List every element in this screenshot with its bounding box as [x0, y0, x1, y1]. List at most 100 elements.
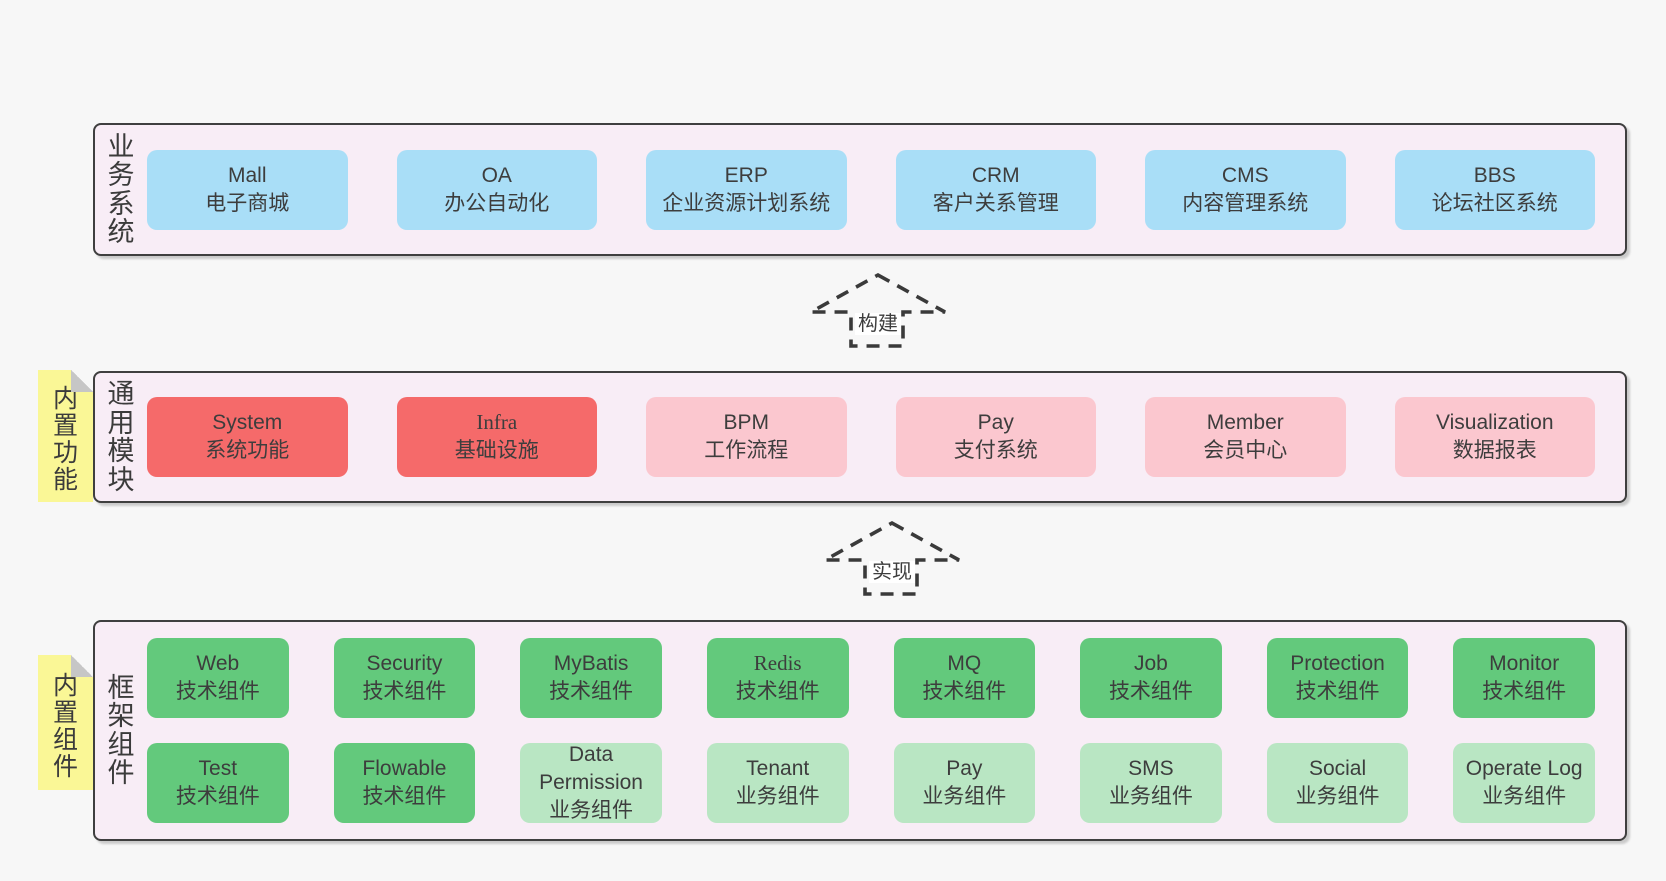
box-title-en: Data Permission — [539, 743, 643, 795]
box-bpm: BPM 工作流程 — [646, 397, 847, 477]
box-title-en: SMS — [1128, 757, 1174, 781]
box-title-zh: 业务组件 — [549, 798, 634, 822]
box-title-zh: 技术组件 — [1108, 680, 1193, 703]
box-redis: Redis 技术组件 — [706, 638, 849, 718]
panel-common-modules: 通用模块 System 系统功能 Infra 基础设施 BPM 工作流程 Pay… — [93, 371, 1627, 503]
box-title-zh: 数据报表 — [1452, 439, 1537, 462]
box-operate-log: Operate Log 业务组件 — [1453, 743, 1595, 823]
panel-side-label: 通用模块 — [107, 379, 135, 495]
box-title-zh: 技术组件 — [549, 680, 634, 703]
box-title-en: Redis — [753, 651, 802, 676]
box-data-permission: Data Permission 业务组件 — [520, 743, 662, 823]
box-title-en: MQ — [947, 652, 982, 676]
box-title-zh: 业务组件 — [1295, 785, 1380, 808]
box-title-en: Pay — [946, 757, 983, 781]
up-arrow-icon — [824, 520, 960, 596]
box-title-zh: 技术组件 — [175, 785, 260, 808]
panel-side-label: 框架组件 — [107, 672, 135, 788]
box-test: Test 技术组件 — [147, 743, 289, 823]
box-title-zh: 技术组件 — [362, 785, 447, 808]
box-title-en: CMS — [1221, 163, 1269, 187]
box-visualization: Visualization 数据报表 — [1394, 397, 1595, 477]
box-title-en: Infra — [476, 410, 518, 435]
box-title-zh: 业务组件 — [1482, 785, 1567, 808]
box-infra: Infra 基础设施 — [396, 397, 597, 477]
panel-side-label: 业务系统 — [107, 131, 135, 247]
box-title-en: Social — [1308, 757, 1367, 781]
box-title-en: Operate Log — [1465, 757, 1583, 781]
box-tenant: Tenant 业务组件 — [706, 743, 849, 823]
box-pay-biz: Pay 业务组件 — [893, 743, 1036, 823]
box-title-en: Member — [1206, 411, 1284, 435]
arrow-build: 构建 — [808, 272, 948, 349]
box-title-zh: 电子商城 — [205, 191, 290, 215]
panel-business-systems: 业务系统 Mall 电子商城 OA 办公自动化 ERP 企业资源计划系统 CRM… — [93, 123, 1627, 256]
box-title-zh: 技术组件 — [1482, 680, 1567, 703]
box-title-en: MyBatis — [553, 652, 629, 676]
box-title-zh: 内容管理系统 — [1182, 191, 1309, 215]
box-title-zh: 工作流程 — [704, 439, 789, 462]
modules-box-row: System 系统功能 Infra 基础设施 BPM 工作流程 Pay 支付系统… — [147, 397, 1625, 477]
box-crm: CRM 客户关系管理 — [895, 149, 1096, 230]
box-title-en: Pay — [977, 411, 1014, 435]
box-title-en: System — [212, 411, 283, 435]
box-title-zh: 办公自动化 — [444, 191, 550, 215]
arrow-implement: 实现 — [822, 520, 962, 597]
box-title-en: CRM — [971, 163, 1020, 187]
box-mq: MQ 技术组件 — [893, 638, 1036, 718]
box-title-en: Job — [1134, 652, 1168, 676]
box-title-en: Security — [366, 652, 443, 676]
up-arrow-icon — [810, 272, 946, 348]
box-mybatis: MyBatis 技术组件 — [520, 638, 662, 718]
box-title-en: ERP — [724, 163, 768, 187]
box-title-en: BPM — [723, 411, 769, 435]
arrow-label: 构建 — [855, 313, 901, 335]
box-title-en: Tenant — [746, 757, 810, 781]
box-erp: ERP 企业资源计划系统 — [646, 149, 847, 230]
arrow-label: 实现 — [869, 561, 915, 583]
box-member: Member 会员中心 — [1145, 397, 1346, 477]
box-title-zh: 业务组件 — [922, 785, 1007, 808]
box-system: System 系统功能 — [147, 397, 348, 477]
box-cms: CMS 内容管理系统 — [1145, 149, 1346, 230]
box-title-en: Flowable — [362, 757, 447, 781]
box-title-en: Visualization — [1435, 411, 1554, 435]
box-mall: Mall 电子商城 — [147, 149, 348, 230]
box-title-zh: 技术组件 — [175, 680, 260, 703]
sticky-note-label: 内置组件 — [52, 671, 78, 781]
business-box-row: Mall 电子商城 OA 办公自动化 ERP 企业资源计划系统 CRM 客户关系… — [147, 149, 1625, 230]
box-title-zh: 业务组件 — [735, 785, 820, 808]
box-title-en: Web — [196, 652, 240, 676]
box-title-zh: 系统功能 — [205, 439, 290, 462]
box-web: Web 技术组件 — [147, 638, 289, 718]
box-job: Job 技术组件 — [1080, 638, 1222, 718]
box-title-zh: 技术组件 — [362, 680, 447, 703]
box-title-zh: 论坛社区系统 — [1431, 191, 1558, 215]
box-protection: Protection 技术组件 — [1266, 638, 1409, 718]
box-title-en: BBS — [1473, 163, 1516, 187]
box-title-zh: 客户关系管理 — [932, 191, 1059, 215]
box-pay: Pay 支付系统 — [895, 397, 1096, 477]
box-title-en: OA — [481, 163, 512, 187]
box-title-zh: 业务组件 — [1108, 785, 1193, 808]
box-title-zh: 技术组件 — [735, 680, 820, 703]
box-monitor: Monitor 技术组件 — [1453, 638, 1595, 718]
box-title-zh: 会员中心 — [1203, 439, 1288, 462]
box-flowable: Flowable 技术组件 — [333, 743, 476, 823]
box-title-zh: 企业资源计划系统 — [662, 191, 831, 215]
box-title-en: Monitor — [1489, 652, 1560, 676]
box-title-zh: 技术组件 — [922, 680, 1007, 703]
box-security: Security 技术组件 — [333, 638, 476, 718]
box-social: Social 业务组件 — [1266, 743, 1409, 823]
box-title-zh: 技术组件 — [1295, 680, 1380, 703]
box-oa: OA 办公自动化 — [396, 149, 597, 230]
sticky-note-built-in-components: 内置组件 — [38, 655, 93, 790]
box-title-zh: 支付系统 — [953, 439, 1038, 462]
box-bbs: BBS 论坛社区系统 — [1394, 149, 1595, 230]
box-title-zh: 基础设施 — [454, 439, 539, 462]
sticky-note-label: 内置功能 — [52, 385, 78, 494]
framework-box-grid: Web 技术组件 Security 技术组件 MyBatis 技术组件 Redi… — [147, 638, 1625, 823]
panel-framework-components: 框架组件 Web 技术组件 Security 技术组件 MyBatis 技术组件… — [93, 620, 1627, 841]
box-sms: SMS 业务组件 — [1080, 743, 1222, 823]
box-title-en: Mall — [227, 163, 267, 187]
